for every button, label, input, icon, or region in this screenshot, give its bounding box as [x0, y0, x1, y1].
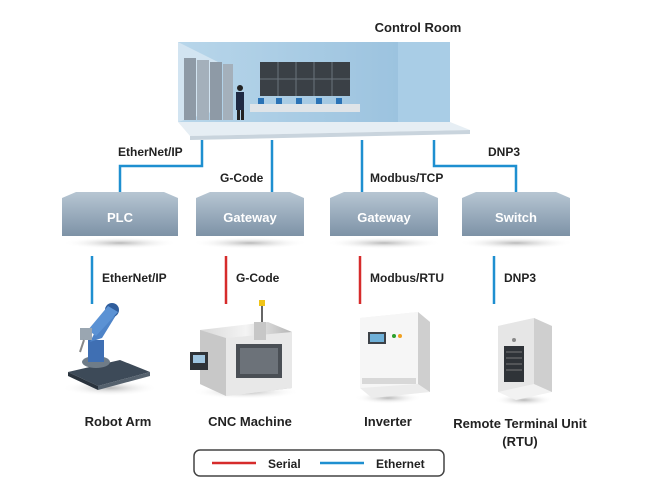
cnc-machine-icon	[190, 300, 300, 399]
legend-serial-label: Serial	[268, 457, 301, 471]
device-label-rtu: Remote Terminal Unit	[453, 416, 587, 431]
node-label: Switch	[495, 210, 537, 225]
node-gateway-1: Gateway	[192, 192, 308, 249]
control-room-title: Control Room	[375, 20, 462, 35]
protocol-label-bottom-2: G-Code	[236, 271, 280, 285]
device-label-rtu-abbr: (RTU)	[502, 434, 537, 449]
inverter-icon	[354, 312, 430, 404]
protocol-label-bottom-3: Modbus/RTU	[370, 271, 444, 285]
protocol-label-top-2: G-Code	[220, 171, 264, 185]
robot-arm-icon	[62, 303, 158, 396]
legend-ethernet-label: Ethernet	[376, 457, 425, 471]
protocol-label-top-4: DNP3	[488, 145, 520, 159]
rtu-icon	[494, 318, 554, 406]
node-label: PLC	[107, 210, 134, 225]
node-gateway-2: Gateway	[326, 192, 442, 249]
protocol-label-bottom-1: EtherNet/IP	[102, 271, 167, 285]
device-label-robot-arm: Robot Arm	[85, 414, 152, 429]
link-control-switch	[432, 140, 518, 192]
protocol-label-top-1: EtherNet/IP	[118, 145, 183, 159]
legend: Serial Ethernet	[193, 449, 445, 477]
node-switch: Switch	[458, 192, 574, 249]
control-room-illustration	[178, 42, 470, 140]
node-label: Gateway	[223, 210, 277, 225]
device-label-inverter: Inverter	[364, 414, 412, 429]
protocol-label-top-3: Modbus/TCP	[370, 171, 443, 185]
link-control-plc	[118, 140, 204, 192]
protocol-label-bottom-4: DNP3	[504, 271, 536, 285]
top-connections	[118, 140, 518, 192]
node-plc: PLC	[62, 192, 178, 249]
node-label: Gateway	[357, 210, 411, 225]
device-label-cnc-machine: CNC Machine	[208, 414, 292, 429]
